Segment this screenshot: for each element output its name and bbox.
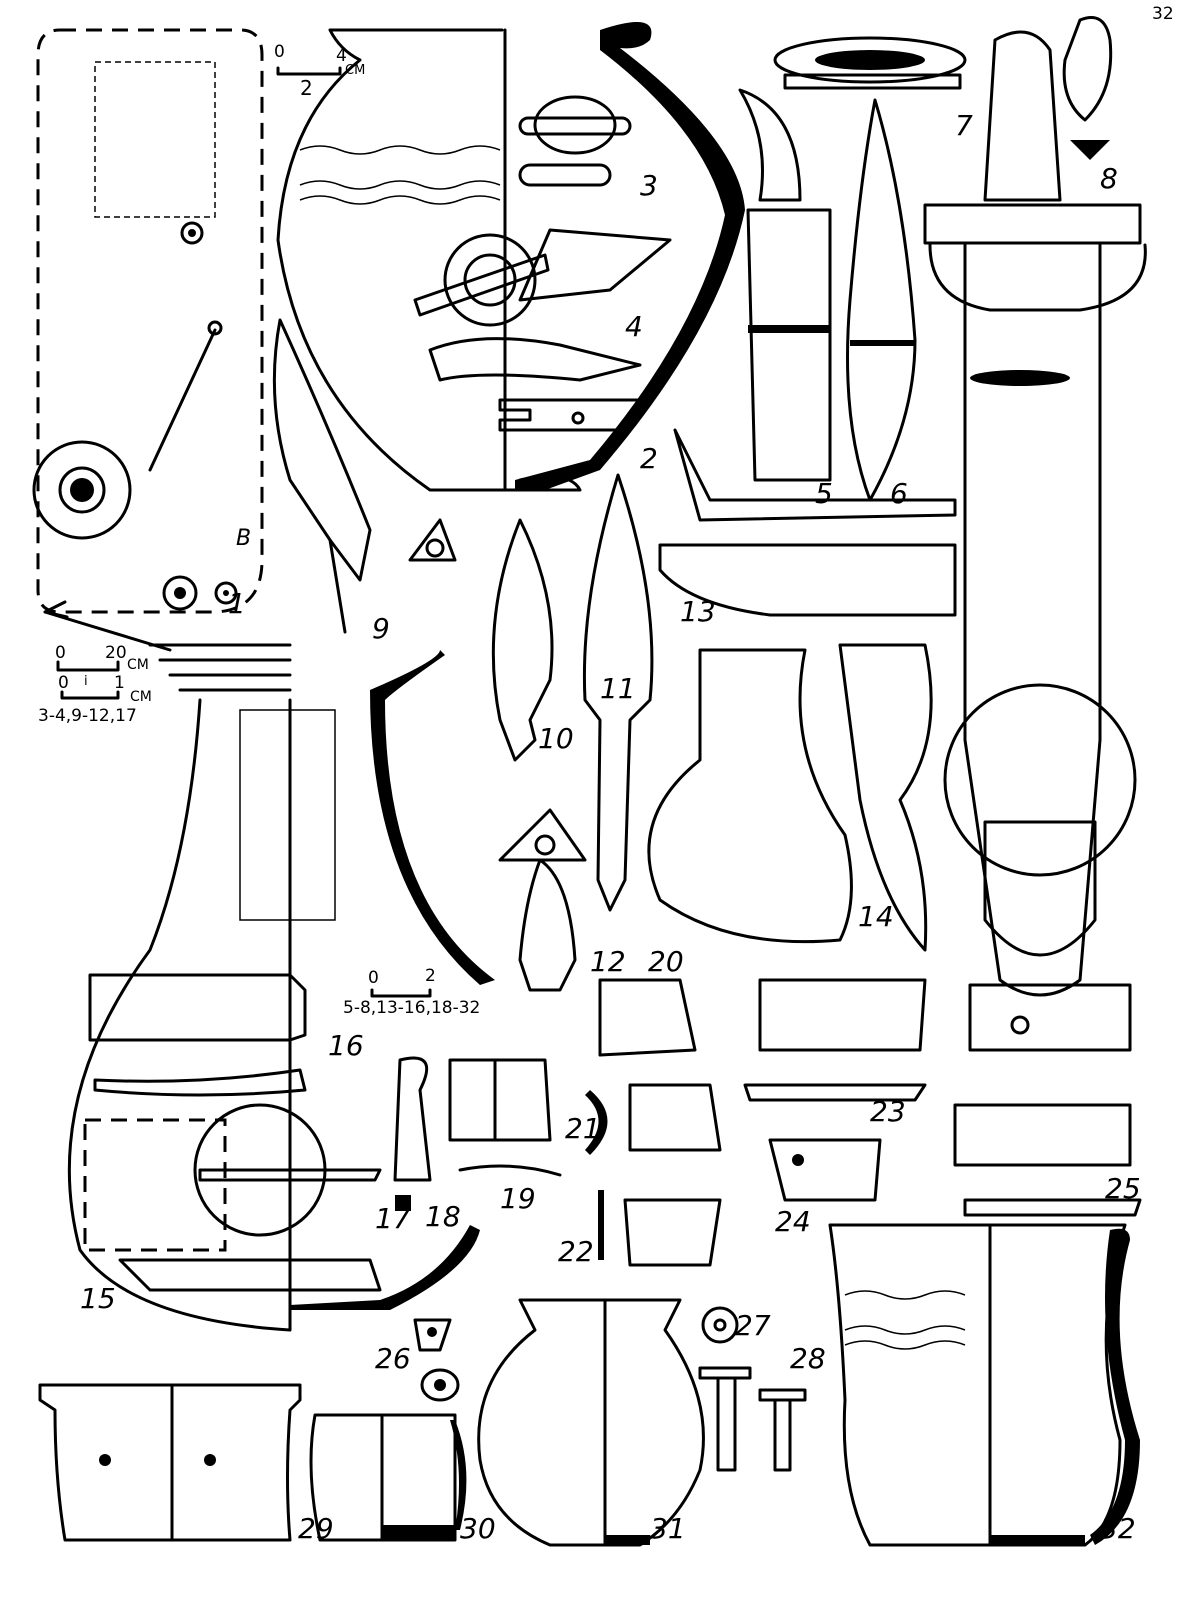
item-number: 8 — [1100, 162, 1118, 195]
studs-26-28 — [413, 1306, 807, 1472]
item-number: 22 — [558, 1235, 594, 1268]
spearheads-10-12 — [491, 473, 654, 992]
scale-label: CM — [127, 657, 149, 673]
item-number: 6 — [890, 477, 908, 510]
item-number: 19 — [500, 1182, 536, 1215]
item-number: 14 — [858, 900, 894, 933]
item-number: 20 — [648, 945, 684, 978]
item-number: 21 — [565, 1112, 601, 1145]
item-number: 29 — [298, 1512, 334, 1545]
ornament-7-8 — [773, 16, 1113, 160]
scale-label: 4 — [336, 46, 347, 66]
scale-label: CM — [130, 689, 152, 705]
item-number: 25 — [1105, 1172, 1141, 1205]
item-number: 26 — [375, 1342, 411, 1375]
scale-label: 0 — [55, 643, 66, 663]
item-number: 12 — [590, 945, 626, 978]
sword-in-scabbard — [923, 30, 1147, 997]
fittings-3-4 — [413, 95, 672, 432]
item-number: 18 — [425, 1200, 461, 1233]
fittings-18-25 — [393, 978, 1142, 1267]
scale-label: 2 — [300, 76, 313, 100]
item-number: 31 — [650, 1512, 686, 1545]
item-number: 10 — [538, 722, 574, 755]
axe-14 — [647, 643, 933, 952]
scale-label: 20 — [105, 643, 127, 663]
jug-15 — [67, 643, 495, 1332]
item-number: 27 — [735, 1309, 771, 1342]
item-number: 2 — [640, 442, 658, 475]
item-number: 5 — [815, 477, 833, 510]
item-number: 16 — [328, 1029, 364, 1062]
scale-label: 3-4,9-12,17 — [38, 706, 137, 726]
vessels-29-32 — [38, 1223, 1140, 1547]
item-number: 1 — [228, 587, 246, 620]
plan-letter: B — [236, 526, 252, 551]
scale-label: CM — [345, 63, 366, 78]
item-number: 30 — [460, 1512, 496, 1545]
item-number: 24 — [775, 1205, 811, 1238]
item-number: 4 — [625, 310, 643, 343]
item-number: 7 — [955, 109, 973, 142]
scale-label: 1 — [114, 673, 125, 693]
scale-bars — [56, 66, 432, 998]
scale-label: 0 — [58, 673, 69, 693]
scale-label: 5-8,13-16,18-32 — [343, 998, 481, 1018]
fittings-16-17 — [83, 973, 382, 1292]
corner-number: 32 — [1152, 4, 1174, 24]
scale-label: 0 — [274, 42, 285, 62]
tool-13 — [658, 428, 957, 617]
item-number: 15 — [80, 1282, 116, 1315]
knives-5-6 — [738, 88, 917, 502]
item-number: 32 — [1100, 1512, 1136, 1545]
arrowhead-9 — [272, 318, 457, 634]
item-number: 28 — [790, 1342, 826, 1375]
scale-label: 2 — [425, 966, 436, 986]
item-number: 13 — [680, 595, 716, 628]
item-number: 11 — [600, 672, 636, 705]
item-number: 9 — [372, 612, 390, 645]
item-number: 3 — [640, 169, 658, 202]
scale-label: i — [84, 674, 88, 689]
item-number: 23 — [870, 1095, 906, 1128]
item-number: 17 — [375, 1202, 411, 1235]
scale-label: 0 — [368, 968, 379, 988]
grave-plan-1 — [32, 28, 264, 652]
